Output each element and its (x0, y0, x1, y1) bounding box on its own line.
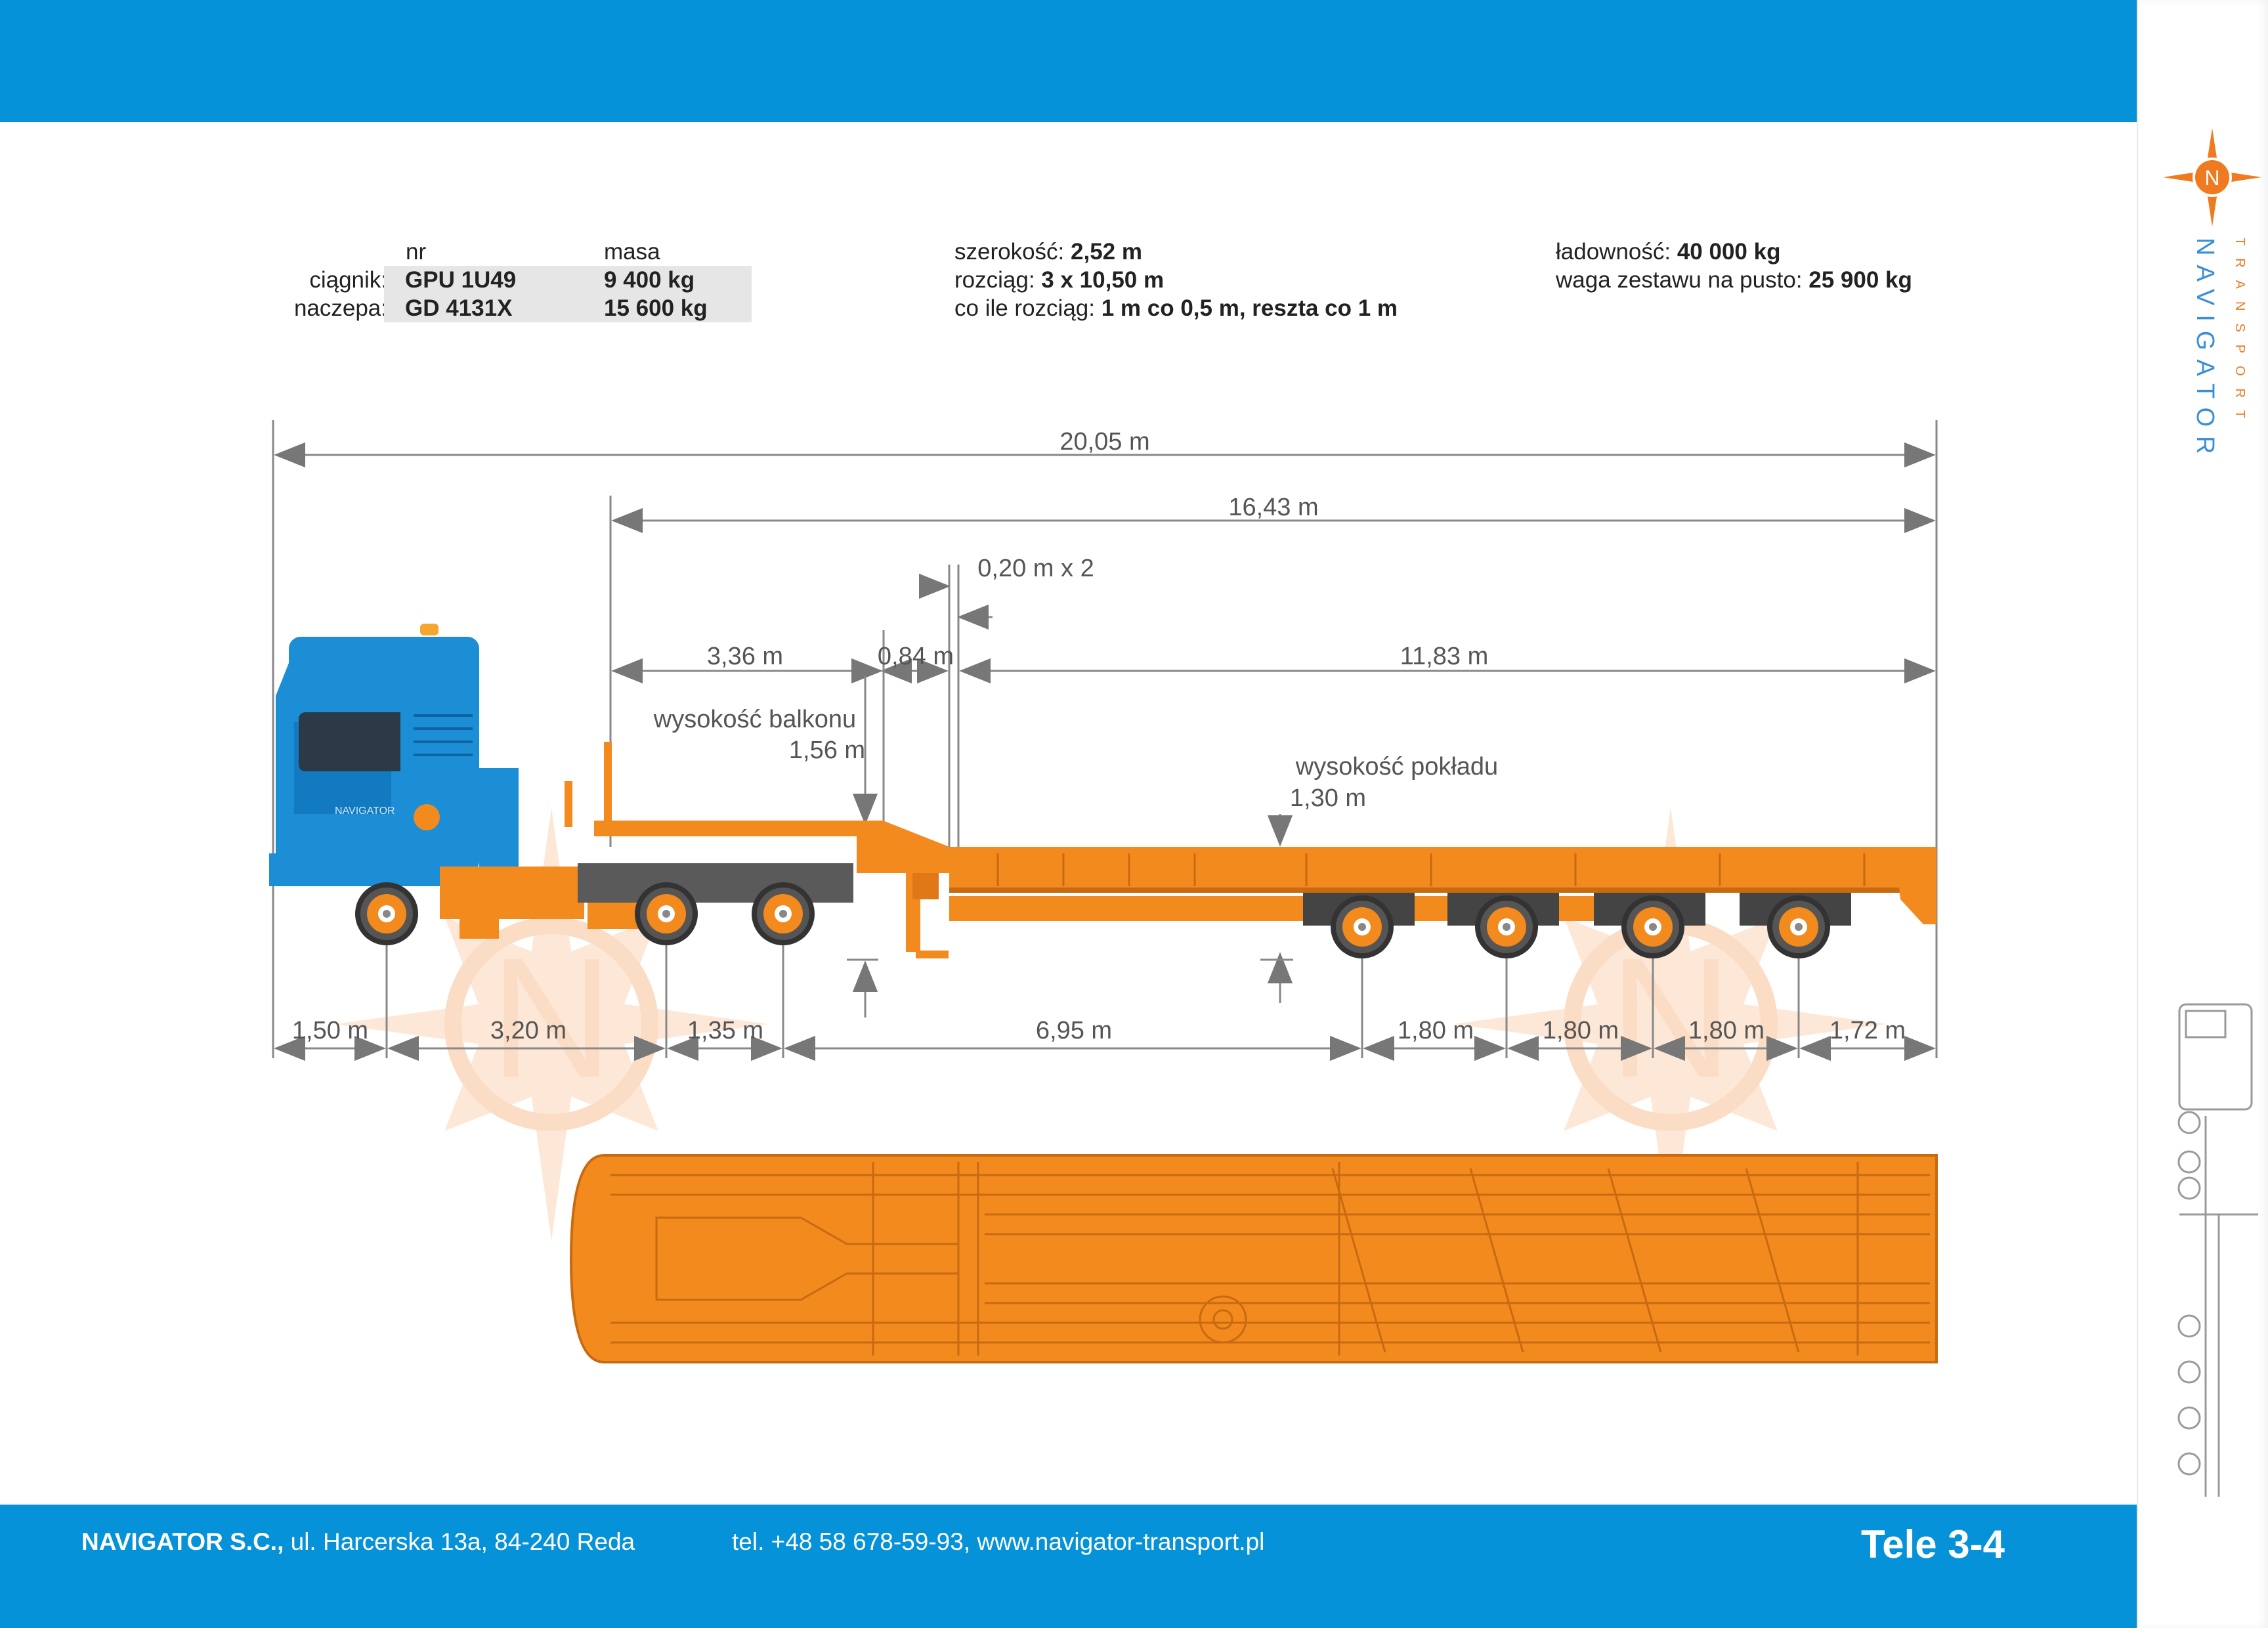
dim-deck-height-label: wysokość pokładu (1295, 753, 1498, 781)
dimension-lines (272, 420, 1938, 1061)
payload-label: ładowność: (1556, 239, 1671, 265)
dim-bottom-7: 1,80 m (1688, 1017, 1765, 1044)
watermark-letter-left: N (490, 923, 613, 1113)
footer-model-name: Tele 3-4 (1861, 1522, 2005, 1566)
dim-deck: 11,83 m (1400, 643, 1488, 670)
width-value: 2,52 m (1071, 239, 1142, 265)
vehicle-diagram: N N (269, 420, 1938, 1363)
extension-label: rozciąg: (954, 267, 1035, 293)
width-label: szerokość: (954, 239, 1065, 265)
trailer-reg: GD 4131X (384, 294, 615, 322)
empty-weight-value: 25 900 kg (1808, 267, 1912, 293)
footer-bar (0, 1505, 2137, 1628)
footer-address: ul. Harcerska 13a, 84-240 Reda (284, 1528, 635, 1555)
dim-bottom-5: 1,80 m (1398, 1017, 1474, 1044)
trailer-top-view (569, 1154, 1938, 1363)
dim-bottom-6: 1,80 m (1543, 1017, 1619, 1044)
truck-logo-text: NAVIGATOR (335, 805, 395, 817)
step-label: co ile rozciąg: (954, 295, 1095, 321)
watermark-left: N (335, 807, 768, 1241)
tractor-mass: 9 400 kg (604, 266, 752, 294)
spec-dimensions: szerokość: 2,52 m rozciąg: 3 x 10,50 m c… (954, 238, 1398, 322)
dim-trailer-length: 16,43 m (1228, 494, 1318, 521)
vehicle-thumbnail (2177, 1003, 2258, 1497)
watermark-letter-right: N (1609, 923, 1732, 1113)
dim-bottom-8: 1,72 m (1829, 1017, 1906, 1044)
brand-name-vertical: NAVIGATOR (2191, 238, 2219, 463)
payload-value: 40 000 kg (1677, 239, 1781, 265)
dim-step: 0,20 m x 2 (977, 555, 1094, 582)
brand-logo-letter: N (2204, 166, 2219, 190)
footer-contact: tel. +48 58 678-59-93, www.navigator-tra… (732, 1528, 1265, 1555)
dim-bottom-3: 1,35 m (687, 1017, 763, 1044)
spec-weights: ładowność: 40 000 kg waga zestawu na pus… (1556, 238, 1912, 294)
trailer-label: naczepa: (293, 295, 387, 321)
brand-sub-vertical: TRANSPORT (2233, 238, 2247, 431)
dim-bottom-4: 6,95 m (1036, 1017, 1112, 1044)
dim-bottom-2: 3,20 m (490, 1017, 567, 1044)
tractor-label: ciągnik: (309, 267, 387, 293)
brand-logo: N (2163, 128, 2261, 226)
watermark-right: N (1454, 807, 1887, 1241)
empty-weight-label: waga zestawu na pusto: (1556, 267, 1803, 293)
compass-icon (2193, 158, 2232, 197)
dim-gooseneck: 3,36 m (707, 643, 783, 670)
step-value: 1 m co 0,5 m, reszta co 1 m (1101, 295, 1398, 321)
tractor-reg: GPU 1U49 (384, 266, 615, 294)
top-banner (0, 0, 2137, 122)
dim-bottom-1: 1,50 m (292, 1017, 368, 1044)
extension-value: 3 x 10,50 m (1041, 267, 1165, 293)
tractor-side-view: NAVIGATOR (269, 624, 853, 945)
dim-balcony-value: 1,56 m (789, 737, 865, 764)
footer-company-name: NAVIGATOR S.C., (81, 1528, 284, 1555)
trailer-mass: 15 600 kg (604, 294, 752, 322)
right-brand-strip (2137, 0, 2268, 1628)
dim-neck: 0,84 m (878, 643, 954, 670)
dim-deck-height-value: 1,30 m (1290, 784, 1366, 812)
footer-company: NAVIGATOR S.C., ul. Harcerska 13a, 84-24… (81, 1528, 635, 1556)
dim-balcony-label: wysokość balkonu (653, 706, 856, 733)
trailer-side-view (565, 742, 1936, 958)
dim-total-length: 20,05 m (1059, 428, 1149, 456)
